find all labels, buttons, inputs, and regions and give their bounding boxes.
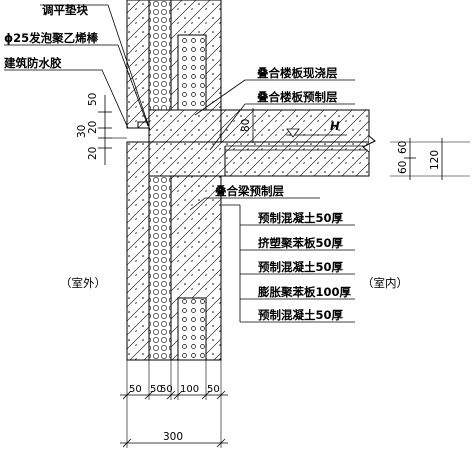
dim-b1: 50 [129, 384, 142, 395]
label-layer5: 预制混凝土50厚 [258, 308, 344, 322]
dim-20b: 20 [87, 147, 99, 160]
dim-b3: 50 [160, 384, 173, 395]
label-leveling-block: 调平垫块 [42, 3, 88, 17]
leader-lines [4, 4, 355, 323]
dim-30: 30 [76, 125, 88, 138]
level-mark [286, 128, 345, 138]
dim-80-line [247, 108, 259, 143]
label-layer4: 膨胀聚苯板100厚 [257, 285, 352, 299]
dim-60b: 60 [397, 141, 409, 154]
composite-slab [148, 109, 376, 177]
left-dimension-chain [98, 95, 127, 165]
dim-20a: 20 [87, 121, 99, 134]
dim-80: 80 [240, 119, 252, 132]
dim-b5: 50 [207, 384, 220, 395]
level-mark-h: H [330, 119, 340, 133]
dim-total: 300 [163, 431, 183, 443]
label-inside: （室内） [362, 276, 408, 290]
bottom-dimension-chain [120, 360, 228, 448]
label-pe-rod: ϕ25发泡聚乙烯棒 [4, 31, 99, 45]
label-layer3: 预制混凝土50厚 [258, 260, 344, 274]
dim-50-top: 50 [87, 93, 99, 106]
label-sealant: 建筑防水胶 [4, 56, 62, 70]
label-layer2: 挤塑聚苯板50厚 [258, 236, 344, 250]
dim-b4: 100 [180, 384, 199, 395]
label-beam-precast: 叠合梁预制层 [215, 184, 284, 198]
right-dimension-chain [390, 138, 470, 180]
label-layer1: 预制混凝土50厚 [258, 211, 344, 225]
label-slab-precast: 叠合楼板预制层 [257, 90, 338, 104]
lower-wall-panel [126, 141, 222, 361]
upper-wall-panel [126, 0, 222, 129]
label-outside: （室外） [60, 276, 106, 290]
dim-b2: 50 [150, 384, 163, 395]
label-slab-cast: 叠合楼板现浇层 [257, 66, 338, 80]
dim-120: 120 [429, 150, 441, 170]
dim-60a: 60 [397, 161, 409, 174]
